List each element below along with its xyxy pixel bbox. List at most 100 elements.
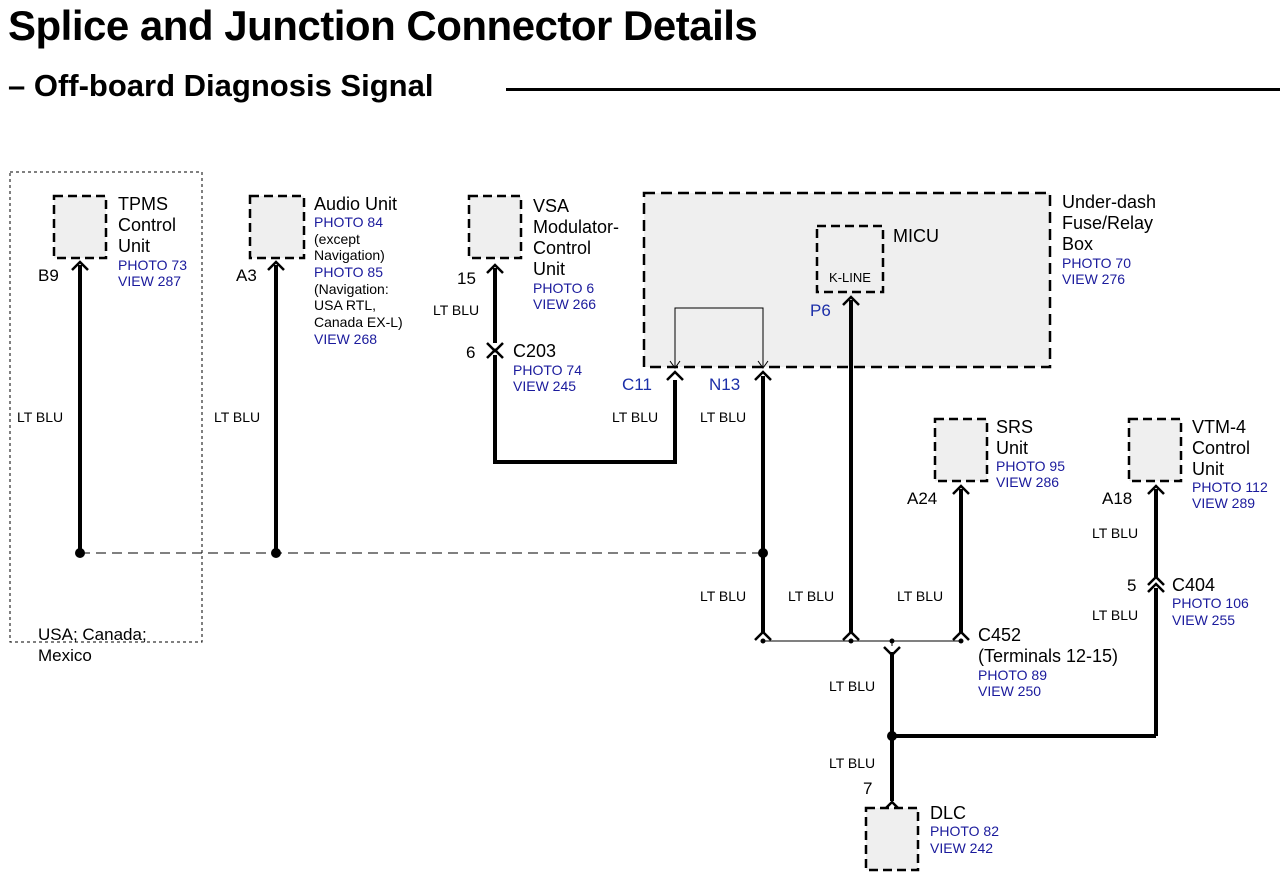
vsa-wire-color: LT BLU — [433, 302, 479, 318]
vtm4-name-1: VTM-4 — [1192, 417, 1246, 437]
dlc-pin: 7 — [863, 779, 872, 798]
c404-name: C404 — [1172, 575, 1215, 595]
vsa-name-3: Control — [533, 238, 591, 258]
audio-name: Audio Unit — [314, 194, 397, 214]
vsa-name-4: Unit — [533, 259, 565, 279]
c11-wire-color: LT BLU — [612, 409, 658, 425]
region-box — [9, 171, 203, 643]
c404-female — [1147, 582, 1165, 593]
fusebox-name-1: Under-dash — [1062, 192, 1156, 212]
vtm4-name-3: Unit — [1192, 459, 1224, 479]
vtm4-ref-2: VIEW 289 — [1192, 495, 1255, 511]
vtm4-ref-1: PHOTO 112 — [1192, 479, 1268, 495]
audio-ref-2: (except — [314, 231, 360, 247]
micu-pin: P6 — [810, 301, 831, 320]
c11-terminal — [666, 370, 684, 381]
vsa-ref-2: VIEW 266 — [533, 296, 596, 312]
vsa-pin: 15 — [457, 269, 476, 288]
audio-pin: A3 — [236, 266, 257, 285]
c203-name: C203 — [513, 341, 556, 361]
vtm4-component: VTM-4 Control Unit PHOTO 112 VIEW 289 A1… — [1092, 417, 1268, 736]
dlc-box — [864, 806, 920, 872]
dlc-name: DLC — [930, 803, 966, 823]
vsa-name-1: VSA — [533, 196, 569, 216]
c404-male — [1147, 575, 1165, 586]
n13-lower-wire-color: LT BLU — [700, 588, 746, 604]
micu-lower-wire-color: LT BLU — [788, 588, 834, 604]
c404-ref-2: VIEW 255 — [1172, 612, 1235, 628]
tpms-wire-color: LT BLU — [17, 409, 63, 425]
tpms-name-1: TPMS — [118, 194, 168, 214]
vsa-name-2: Modulator- — [533, 217, 619, 237]
c203-ref-1: PHOTO 74 — [513, 362, 582, 378]
vtm4-box — [1127, 417, 1183, 483]
micu-k-line: K-LINE — [829, 270, 871, 285]
c203-pin: 6 — [466, 343, 475, 362]
audio-wire-color: LT BLU — [214, 409, 260, 425]
fusebox-ref-1: PHOTO 70 — [1062, 255, 1131, 271]
tpms-box — [52, 194, 108, 260]
audio-pin-terminal — [267, 260, 285, 271]
vsa-ref-1: PHOTO 6 — [533, 280, 594, 296]
fusebox-ref-2: VIEW 276 — [1062, 271, 1125, 287]
c452-name: C452 — [978, 625, 1021, 645]
audio-ref-1: PHOTO 84 — [314, 214, 383, 230]
tpms-ref-2: VIEW 287 — [118, 273, 181, 289]
subtitle-row: – Off-board Diagnosis Signal — [8, 68, 1280, 108]
audio-ref-3: Navigation) — [314, 247, 385, 263]
vtm4-wire-color: LT BLU — [1092, 525, 1138, 541]
n13-wire-color: LT BLU — [700, 409, 746, 425]
audio-ref-6: USA RTL, — [314, 297, 376, 313]
fusebox-name-3: Box — [1062, 234, 1093, 254]
micu-pin-terminal — [842, 295, 860, 306]
n13-terminal — [754, 370, 772, 381]
tpms-name-2: Control — [118, 215, 176, 235]
srs-pin: A24 — [907, 489, 937, 508]
c11-pin: C11 — [622, 375, 652, 394]
vtm4-pin: A18 — [1102, 489, 1132, 508]
fusebox-component: Under-dash Fuse/Relay Box PHOTO 70 VIEW … — [612, 191, 1156, 633]
c452-connector: C452 (Terminals 12-15) PHOTO 89 VIEW 250 — [754, 625, 1118, 699]
vsa-component: VSA Modulator- Control Unit PHOTO 6 VIEW… — [433, 194, 677, 464]
region-note-line1: USA; Canada; — [38, 625, 147, 644]
dlc-ref-2: VIEW 242 — [930, 840, 993, 856]
c404-wire-color: LT BLU — [1092, 607, 1138, 623]
splice-dot-audio — [271, 548, 281, 558]
dlc-ref-1: PHOTO 82 — [930, 823, 999, 839]
tpms-pin-terminal — [71, 260, 89, 271]
c404-ref-1: PHOTO 106 — [1172, 595, 1249, 611]
audio-ref-4: PHOTO 85 — [314, 264, 383, 280]
srs-name-2: Unit — [996, 438, 1028, 458]
audio-ref-8: VIEW 268 — [314, 331, 377, 347]
c452-lower-wire-color: LT BLU — [829, 678, 875, 694]
page-title: Splice and Junction Connector Details — [8, 2, 758, 49]
srs-box — [933, 417, 989, 483]
tpms-name-3: Unit — [118, 236, 150, 256]
srs-name-1: SRS — [996, 417, 1033, 437]
fusebox-name-2: Fuse/Relay — [1062, 213, 1153, 233]
vsa-box — [467, 194, 523, 260]
audio-ref-7: Canada EX-L) — [314, 314, 403, 330]
audio-ref-5: (Navigation: — [314, 281, 389, 297]
splice-dot-n13 — [758, 548, 768, 558]
tpms-pin: B9 — [38, 266, 59, 285]
vsa-pin-terminal — [486, 263, 504, 274]
tpms-ref-1: PHOTO 73 — [118, 257, 187, 273]
srs-component: SRS Unit PHOTO 95 VIEW 286 A24 — [907, 417, 1065, 633]
vsa-to-c11-wire — [493, 355, 677, 464]
c452-detail: (Terminals 12-15) — [978, 646, 1118, 666]
region-note-line2: Mexico — [38, 646, 92, 665]
c452-ref-1: PHOTO 89 — [978, 667, 1047, 683]
dlc-component: 7 DLC PHOTO 82 VIEW 242 — [863, 779, 999, 872]
c404-pin: 5 — [1127, 576, 1136, 595]
srs-ref-1: PHOTO 95 — [996, 458, 1065, 474]
page-subtitle: – Off-board Diagnosis Signal — [8, 68, 448, 104]
splice-dot-tpms — [75, 548, 85, 558]
audio-component: Audio Unit PHOTO 84 (except Navigation) … — [214, 194, 403, 553]
srs-ref-2: VIEW 286 — [996, 474, 1059, 490]
vtm4-pin-terminal — [1147, 484, 1165, 495]
audio-box — [248, 194, 306, 260]
dlc-wire-color: LT BLU — [829, 755, 875, 771]
vtm4-name-2: Control — [1192, 438, 1250, 458]
